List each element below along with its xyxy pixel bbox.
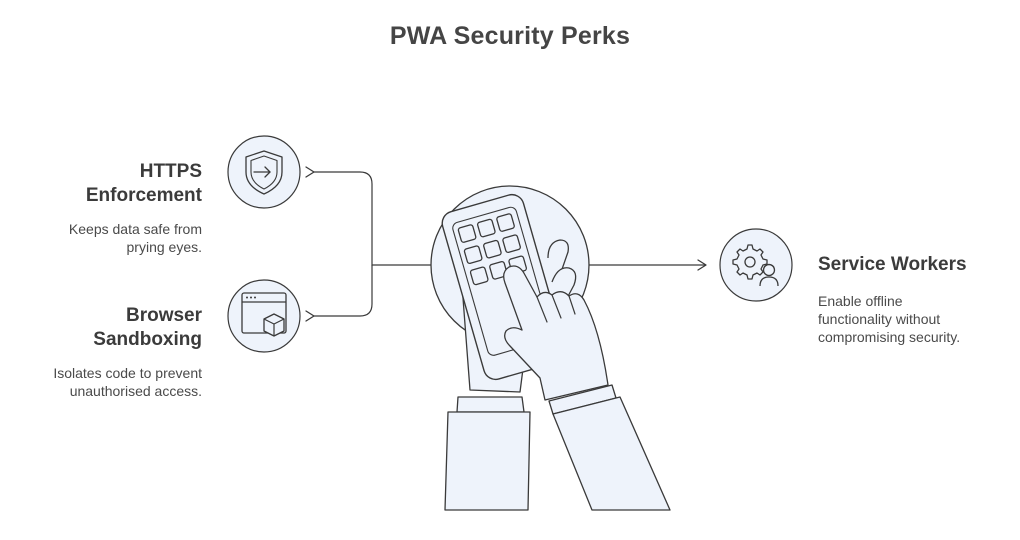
https-description-line-1: Keeps data safe from: [68, 221, 202, 237]
https-description: Keeps data safe from prying eyes.: [69, 220, 202, 256]
sandbox-description-line-2: unauthorised access.: [69, 383, 202, 399]
service-workers-heading: Service Workers: [818, 253, 967, 277]
sandbox-description-line-1: Isolates code to prevent: [53, 365, 202, 381]
browser-box-icon: [227, 279, 301, 353]
connector-lines: [305, 166, 707, 322]
service-workers-heading-line-1: Service Workers: [818, 254, 967, 275]
gear-person-icon: [719, 228, 793, 302]
service-workers-description-line-1: Enable offline: [818, 293, 903, 309]
page-title: PWA Security Perks: [389, 22, 631, 50]
shield-icon: [227, 135, 301, 209]
https-heading-line-2: Enforcement: [85, 185, 202, 206]
https-heading: HTTPS Enforcement: [86, 160, 202, 208]
connector-sandbox: [305, 265, 373, 322]
hands-holding-phone-icon: [430, 185, 671, 511]
sandbox-heading: Browser Sandboxing: [93, 304, 202, 352]
connector-https: [305, 166, 432, 266]
https-description-line-2: prying eyes.: [126, 239, 202, 255]
sandbox-heading-line-2: Sandboxing: [93, 329, 202, 350]
sandbox-heading-line-1: Browser: [125, 305, 202, 326]
https-heading-line-1: HTTPS: [139, 161, 202, 182]
service-workers-description: Enable offline functionality without com…: [818, 292, 960, 346]
service-workers-description-line-2: functionality without: [818, 311, 941, 327]
service-workers-description-line-3: compromising security.: [818, 329, 961, 345]
sandbox-description: Isolates code to prevent unauthorised ac…: [53, 364, 202, 400]
